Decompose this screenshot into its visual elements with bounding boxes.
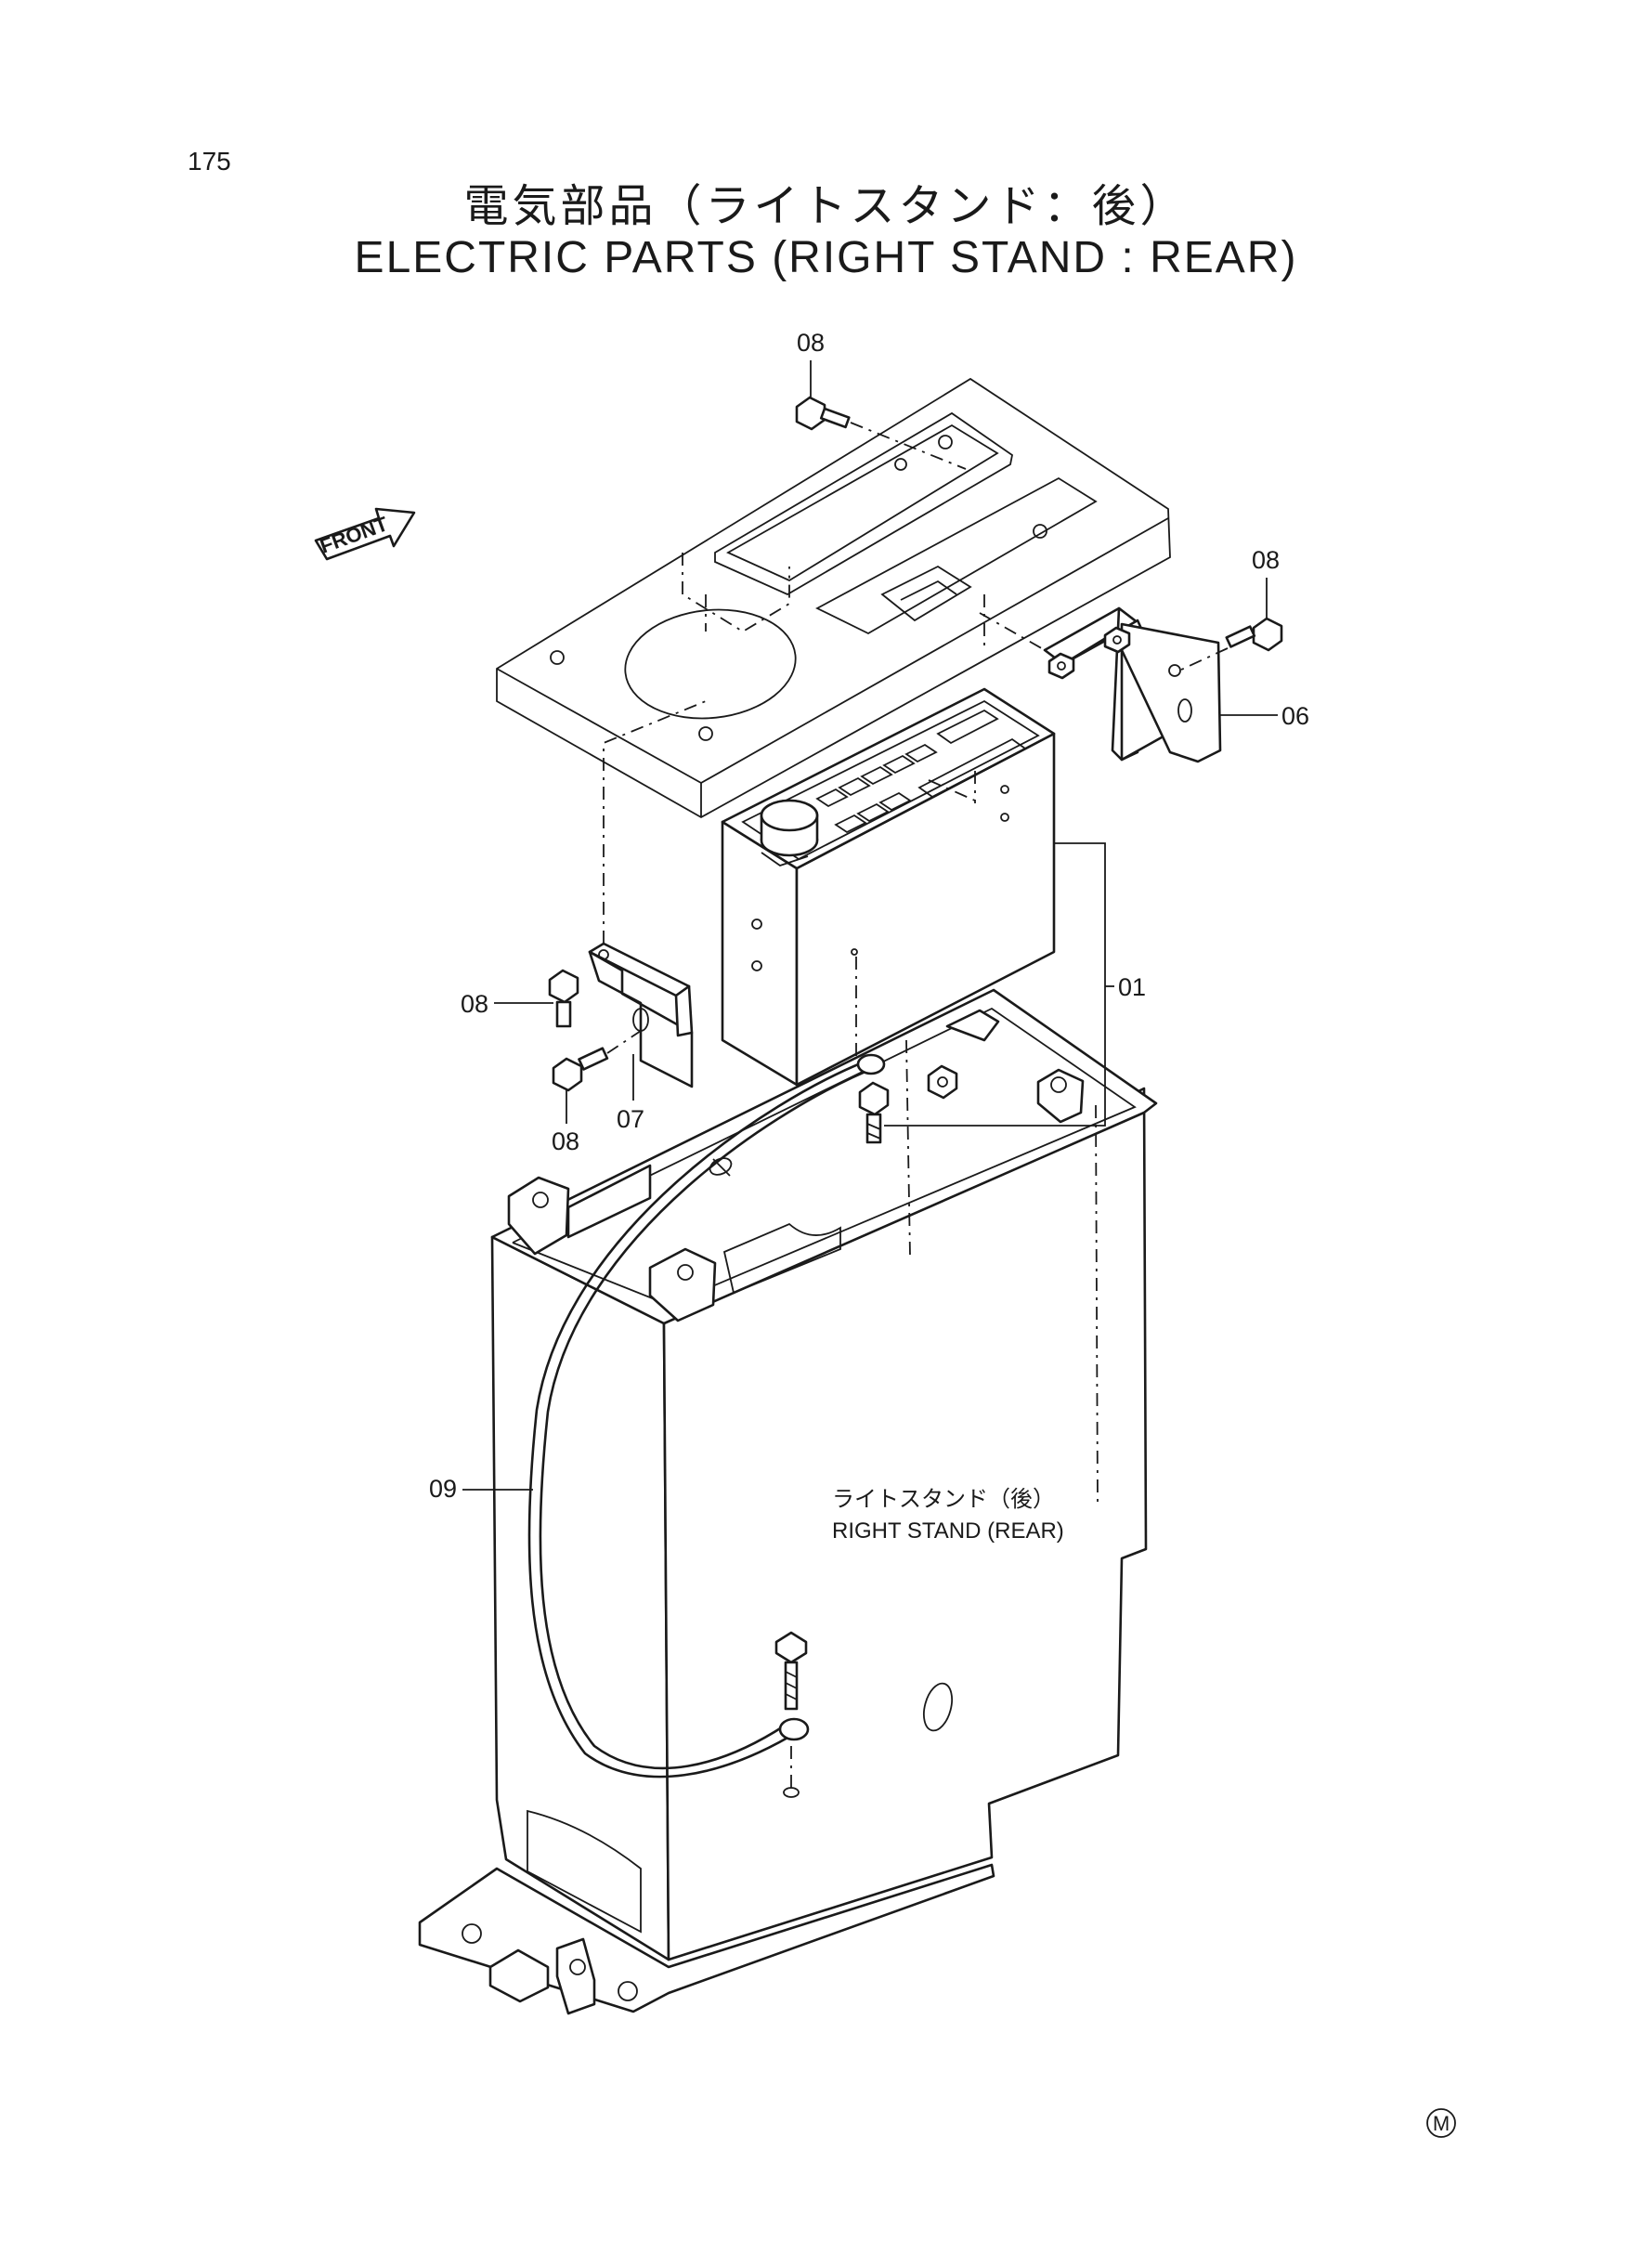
svg-text:08: 08: [461, 990, 488, 1018]
stand-label-english: RIGHT STAND (REAR): [832, 1518, 1064, 1544]
svg-text:07: 07: [617, 1105, 644, 1133]
callout-01: 01: [884, 842, 1146, 1127]
callout-09: 09: [429, 1475, 533, 1503]
ground-bolt-lower: [774, 1631, 808, 1798]
assembly-guide-lines: [603, 594, 1046, 1059]
bolt-08-right: [1178, 617, 1283, 671]
stand-label-japanese: ライトスタンド（後）: [832, 1486, 1055, 1512]
svg-text:08: 08: [1252, 546, 1280, 574]
page-title-japanese: 電気部品（ライトスタンド：後）: [463, 180, 1189, 232]
ground-cable: [527, 1053, 886, 1778]
svg-text:M: M: [1433, 2112, 1450, 2135]
right-stand-body: [418, 988, 1158, 2015]
bolt-08-center: [858, 1064, 958, 1144]
controller-unit: [721, 687, 1056, 1087]
svg-text:01: 01: [1118, 973, 1146, 1001]
svg-text:08: 08: [552, 1127, 579, 1155]
callout-08-right: 08: [1252, 546, 1280, 619]
front-arrow-icon: FRONT: [314, 507, 416, 561]
callout-08-left-lower: 08: [552, 1090, 579, 1155]
svg-text:06: 06: [1281, 702, 1309, 730]
bolt-08-left-lower: [552, 1030, 642, 1092]
svg-text:09: 09: [429, 1475, 457, 1503]
circled-m-mark: M: [1426, 2108, 1456, 2138]
page-number: 175: [188, 147, 231, 176]
bolt-08-left-upper: [548, 969, 579, 1028]
top-cover-plate: [496, 377, 1171, 819]
callout-08-left-upper: 08: [461, 990, 553, 1018]
svg-text:08: 08: [797, 329, 825, 357]
page-title-english: ELECTRIC PARTS (RIGHT STAND : REAR): [354, 233, 1298, 282]
bracket-06: [1043, 606, 1222, 763]
bolt-08-top: [795, 396, 967, 470]
callout-07: 07: [617, 1054, 644, 1133]
bracket-07: [588, 942, 694, 1088]
front-arrow-label: FRONT: [317, 512, 391, 558]
callout-06: 06: [1220, 702, 1309, 730]
callout-08-top: 08: [797, 329, 825, 397]
